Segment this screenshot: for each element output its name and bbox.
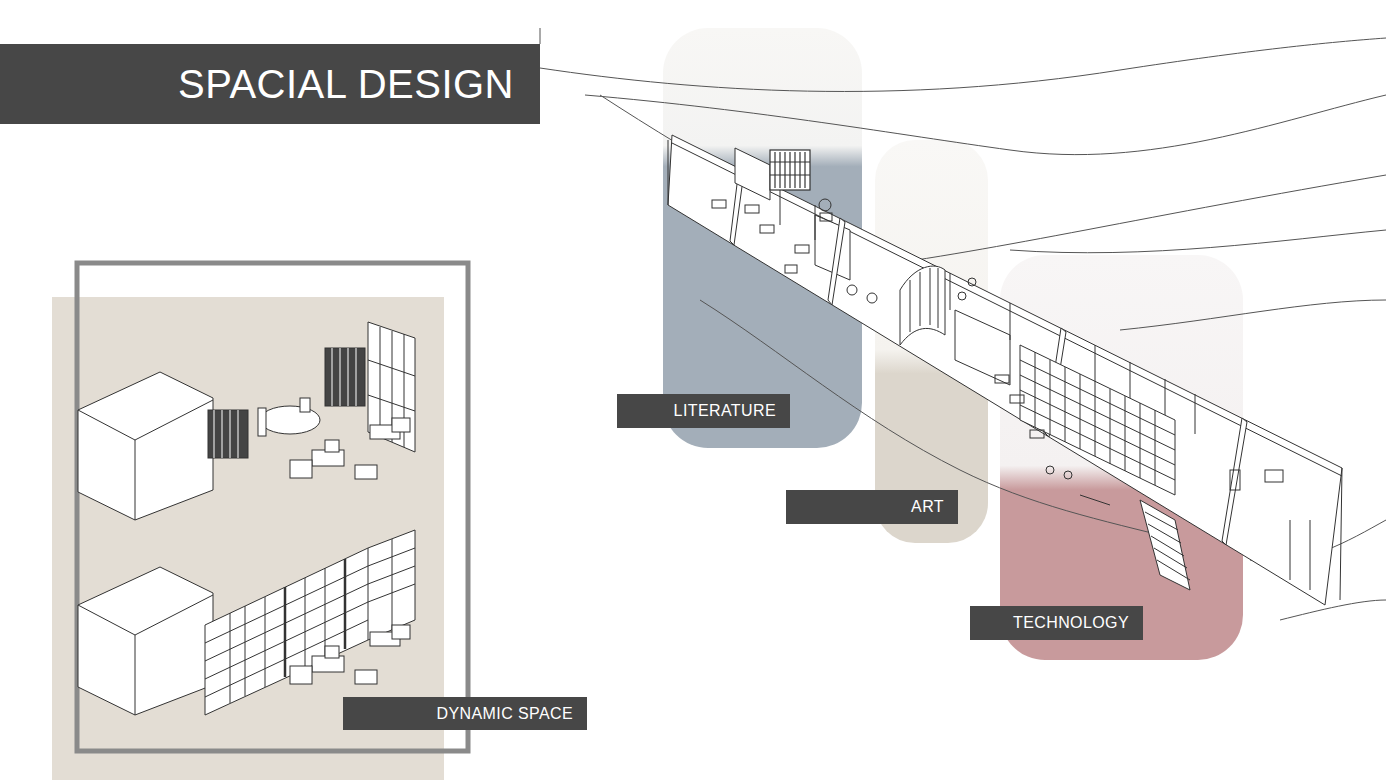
label-text: ART bbox=[911, 498, 944, 516]
panel-frame bbox=[77, 263, 468, 751]
label-text: TECHNOLOGY bbox=[1013, 614, 1129, 632]
label-box: ART bbox=[786, 490, 958, 524]
dynamic-space-closed bbox=[78, 530, 415, 715]
terrain-lines bbox=[540, 28, 1386, 620]
label-box: LITERATURE bbox=[617, 394, 790, 428]
dynamic-space-open bbox=[78, 322, 415, 520]
title-text: SPACIAL DESIGN bbox=[178, 62, 514, 107]
label-text: DYNAMIC SPACE bbox=[437, 705, 573, 723]
label-text: LITERATURE bbox=[674, 402, 776, 420]
label-box: DYNAMIC SPACE bbox=[343, 697, 587, 730]
label-box: TECHNOLOGY bbox=[970, 606, 1143, 640]
building-drawing bbox=[668, 135, 1342, 605]
title-bar: SPACIAL DESIGN bbox=[0, 44, 540, 124]
